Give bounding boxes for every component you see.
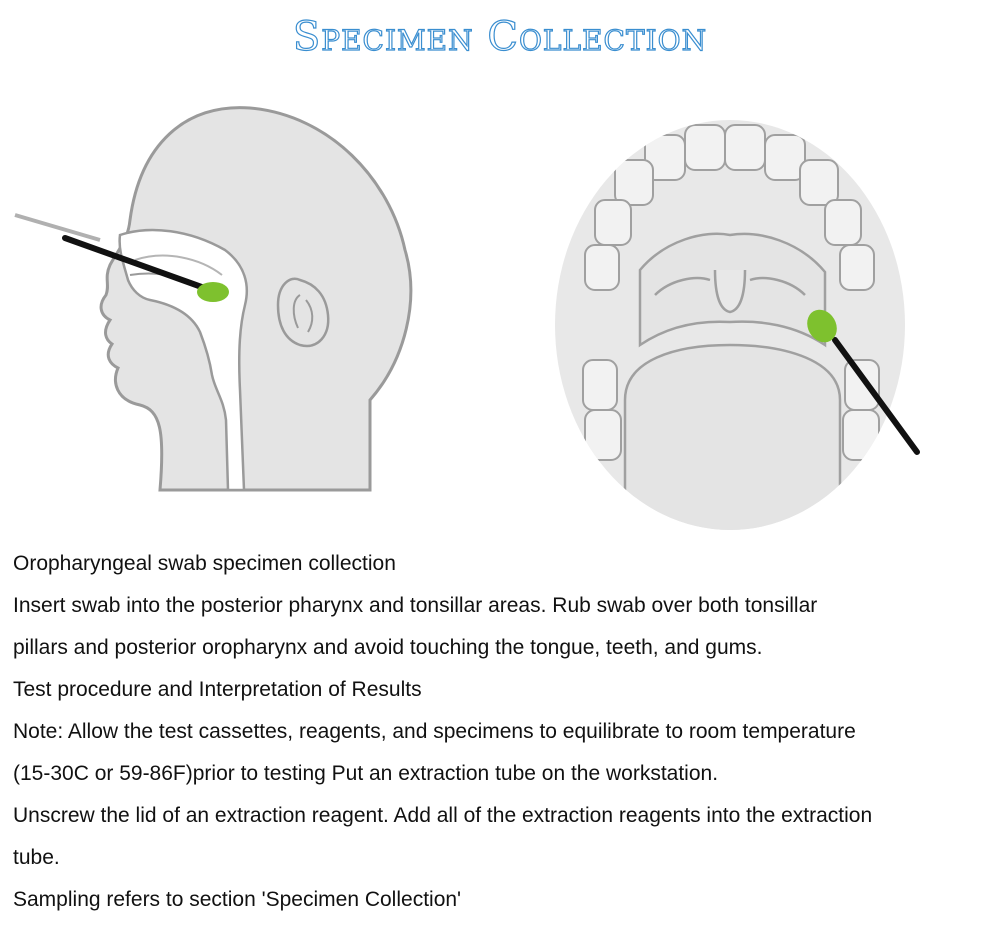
oral-cavity-illustration: [545, 100, 945, 530]
instruction-line-3: pillars and posterior oropharynx and avo…: [13, 636, 763, 659]
instruction-line-7: Unscrew the lid of an extraction reagent…: [13, 804, 873, 827]
instruction-line-4: Test procedure and Interpretation of Res…: [13, 678, 422, 701]
ear: [276, 277, 330, 348]
swab-shaft: [62, 235, 213, 293]
instruction-line-1: Oropharyngeal swab specimen collection: [13, 552, 396, 575]
instruction-line-5: Note: Allow the test cassettes, reagents…: [13, 720, 856, 743]
page-title: Specimen Collection: [292, 13, 708, 60]
uvula: [713, 269, 747, 314]
swab-handle: [14, 213, 101, 242]
head-silhouette: [99, 106, 413, 492]
instruction-line-8: tube.: [13, 846, 60, 869]
swab-tip: [197, 282, 229, 302]
head-profile-illustration: [0, 100, 420, 500]
tongue: [623, 343, 842, 530]
lower-teeth: [582, 359, 880, 461]
instructions-text: Oropharyngeal swab specimen collection I…: [13, 543, 998, 921]
swab-shaft: [832, 337, 920, 455]
upper-teeth: [584, 124, 875, 291]
instruction-line-9: Sampling refers to section 'Specimen Col…: [13, 888, 462, 911]
instruction-line-2: Insert swab into the posterior pharynx a…: [13, 594, 818, 617]
instruction-line-6: (15-30C or 59-86F)prior to testing Put a…: [13, 762, 719, 785]
swab-tip: [807, 309, 837, 343]
